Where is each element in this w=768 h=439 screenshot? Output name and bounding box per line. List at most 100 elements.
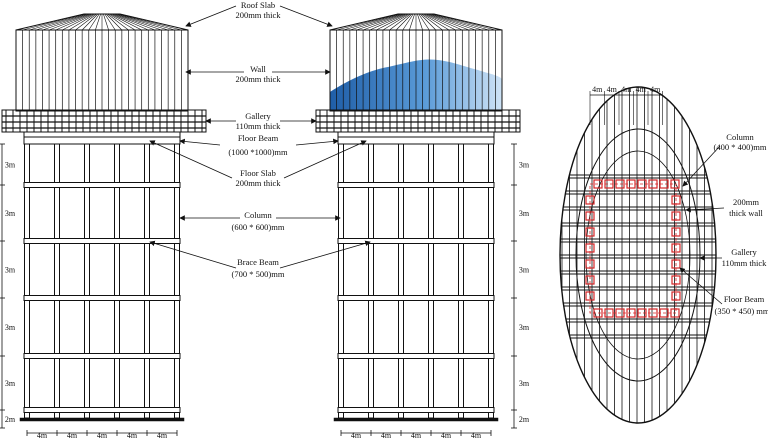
horizontal-dim-label: 4m — [441, 431, 452, 439]
roof-rib — [48, 13, 92, 31]
vertical-dim-label: 3m — [5, 266, 16, 275]
brace-beam — [337, 182, 495, 188]
horizontal-dim-label: 4m — [157, 431, 168, 439]
horizontal-dim-label: 4m — [381, 431, 392, 439]
arrow-brace-right — [279, 240, 371, 269]
roof-rib — [382, 13, 410, 31]
vertical-dim-label: 3m — [5, 379, 16, 388]
plan-label-gallery-1: Gallery — [731, 247, 757, 257]
horizontal-dim-label: 4m — [97, 431, 108, 439]
roof-rib — [29, 13, 87, 31]
roof-rib — [356, 13, 404, 31]
arrow-floor-slab-left — [149, 140, 233, 179]
arrow-roof-left — [185, 5, 237, 27]
roof-rib — [35, 13, 89, 31]
brace-beam — [337, 295, 495, 301]
roof-rib — [105, 13, 123, 31]
label-column-1: Column — [244, 210, 272, 220]
label-floor-slab-1: Floor Slab — [240, 168, 276, 178]
horizontal-dim-label: 4m — [471, 431, 482, 439]
roof-rib — [55, 13, 93, 31]
roof-rib — [426, 13, 470, 31]
label-floor-slab-2: 200mm thick — [235, 178, 281, 188]
vertical-dim-label: 3m — [519, 379, 530, 388]
roof-rib — [108, 13, 136, 31]
plan-labels: Column (400 * 400)mm 200mm thick wall Ga… — [714, 132, 768, 316]
roof-rib — [88, 13, 100, 31]
plan-label-wall-2: thick wall — [729, 208, 763, 218]
roof-rib — [115, 13, 169, 31]
plan-arrow-wall — [685, 206, 725, 213]
roof-rib — [402, 13, 414, 31]
roof-rib — [417, 13, 423, 31]
roof-rib — [111, 13, 149, 31]
roof-rib — [62, 13, 94, 31]
roof-rib — [431, 13, 489, 31]
plan-label-column-2: (400 * 400)mm — [714, 142, 767, 152]
label-roof-slab-1: Roof Slab — [241, 0, 275, 10]
label-floor-beam-2: (1000 *1000)mm — [228, 147, 288, 157]
brace-beam — [337, 407, 495, 413]
plan-label-wall-1: 200mm — [733, 197, 759, 207]
label-brace-beam-1: Brace Beam — [237, 257, 279, 267]
roof-rib — [418, 13, 430, 31]
roof-rib — [421, 13, 443, 31]
brace-beam — [23, 353, 181, 359]
plan-dim-label: 4m — [592, 85, 603, 94]
brace-beam — [23, 182, 181, 188]
vertical-dim-label: 3m — [519, 266, 530, 275]
vertical-dim-label: 3m — [519, 161, 530, 170]
floor-beam — [23, 136, 181, 145]
roof-rib — [343, 13, 401, 31]
roof-rib — [68, 13, 96, 31]
roof-rib — [369, 13, 407, 31]
plan-label-gallery-2: 110mm thick — [722, 258, 768, 268]
roof-rib — [376, 13, 408, 31]
plan-column-frame — [589, 183, 677, 314]
plan-leaders — [679, 145, 725, 305]
plan-label-column-1: Column — [726, 132, 754, 142]
brace-beam — [23, 407, 181, 413]
plan-dim-label: 4m — [636, 85, 647, 94]
roof-rib — [110, 13, 142, 31]
roof-rib — [409, 13, 415, 31]
roof-rib — [362, 13, 406, 31]
horizontal-dim-label: 4m — [37, 431, 48, 439]
roof-rib — [422, 13, 450, 31]
horizontal-dim-label: 4m — [67, 431, 78, 439]
label-gallery-1: Gallery — [245, 111, 271, 121]
arrow-brace-left — [149, 240, 237, 269]
roof-rib — [75, 13, 97, 31]
label-roof-slab-2: 200mm thick — [235, 10, 281, 20]
label-column-2: (600 * 600)mm — [232, 222, 285, 232]
vertical-dim-label: 3m — [5, 323, 16, 332]
plan-dim-label: 4m — [621, 85, 632, 94]
roof-rib — [428, 13, 476, 31]
horizontal-dim-label: 4m — [351, 431, 362, 439]
horizontal-dim-label: 4m — [127, 431, 138, 439]
plan-dim-label: 4m — [607, 85, 618, 94]
roof-rib — [114, 13, 162, 31]
roof-rib — [389, 13, 411, 31]
center-leaders — [149, 5, 371, 269]
plan-dim-label: 4m — [650, 85, 661, 94]
horizontal-dim-label: 4m — [411, 431, 422, 439]
vertical-dim-label: 2m — [519, 415, 530, 424]
foundation — [19, 417, 185, 422]
roof-rib — [42, 13, 90, 31]
roof-rib — [424, 13, 456, 31]
vertical-dim-label: 3m — [5, 209, 16, 218]
roof-rib — [107, 13, 129, 31]
roof-rib — [336, 13, 400, 31]
roof-rib — [81, 13, 99, 31]
foundation — [333, 417, 499, 422]
roof-rib — [95, 13, 101, 31]
roof-rib — [432, 13, 496, 31]
plan-grid — [560, 87, 716, 423]
floor-slab — [23, 131, 181, 138]
brace-beam — [23, 238, 181, 244]
vertical-dim-label: 3m — [519, 323, 530, 332]
plan-arrow-column — [682, 145, 721, 187]
